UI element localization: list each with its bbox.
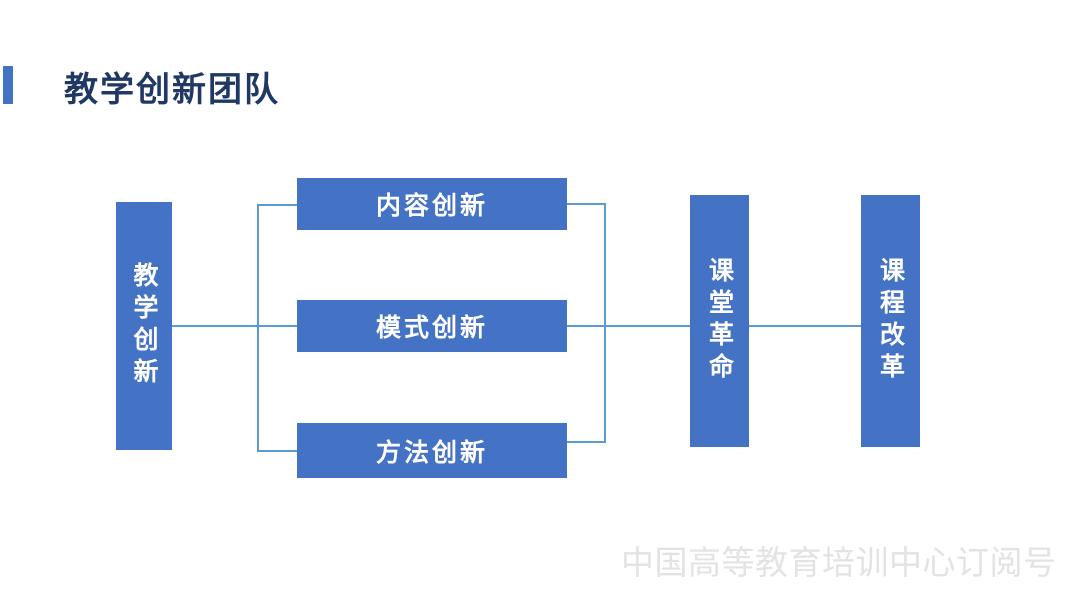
right-bracket-vertical-line — [604, 203, 606, 443]
source-box-teaching-innovation: 教学创新 — [116, 202, 172, 450]
branch-box-label: 方法创新 — [375, 438, 488, 467]
left-branch-top-connector — [257, 204, 297, 206]
outcome-box-curriculum-reform: 课程改革 — [861, 195, 920, 447]
right-branch-top-connector — [567, 203, 606, 205]
source-box-label: 教学创新 — [130, 262, 158, 390]
branch-box-label: 内容创新 — [375, 192, 488, 220]
branch-box-label: 模式创新 — [375, 314, 488, 342]
left-branch-bottom-connector — [257, 450, 297, 452]
source-to-branch-connector — [172, 325, 297, 327]
title-accent-bar — [3, 66, 13, 104]
left-bracket-vertical-line — [257, 204, 259, 451]
right-branch-bottom-connector — [567, 441, 606, 443]
outcome-to-outcome-connector — [749, 325, 861, 327]
page-title: 教学创新团队 — [64, 71, 280, 109]
branch-box-content-innovation: 内容创新 — [297, 178, 567, 230]
outcome-box-classroom-revolution: 课堂革命 — [690, 195, 749, 447]
outcome-box-label: 课程改革 — [876, 257, 905, 385]
branch-box-method-innovation: 方法创新 — [297, 423, 567, 478]
outcome-box-label: 课堂革命 — [705, 257, 734, 385]
watermark-text: 中国高等教育培训中心订阅号 — [621, 544, 1057, 581]
branch-to-outcome-connector — [567, 325, 690, 327]
branch-box-model-innovation: 模式创新 — [297, 300, 567, 352]
